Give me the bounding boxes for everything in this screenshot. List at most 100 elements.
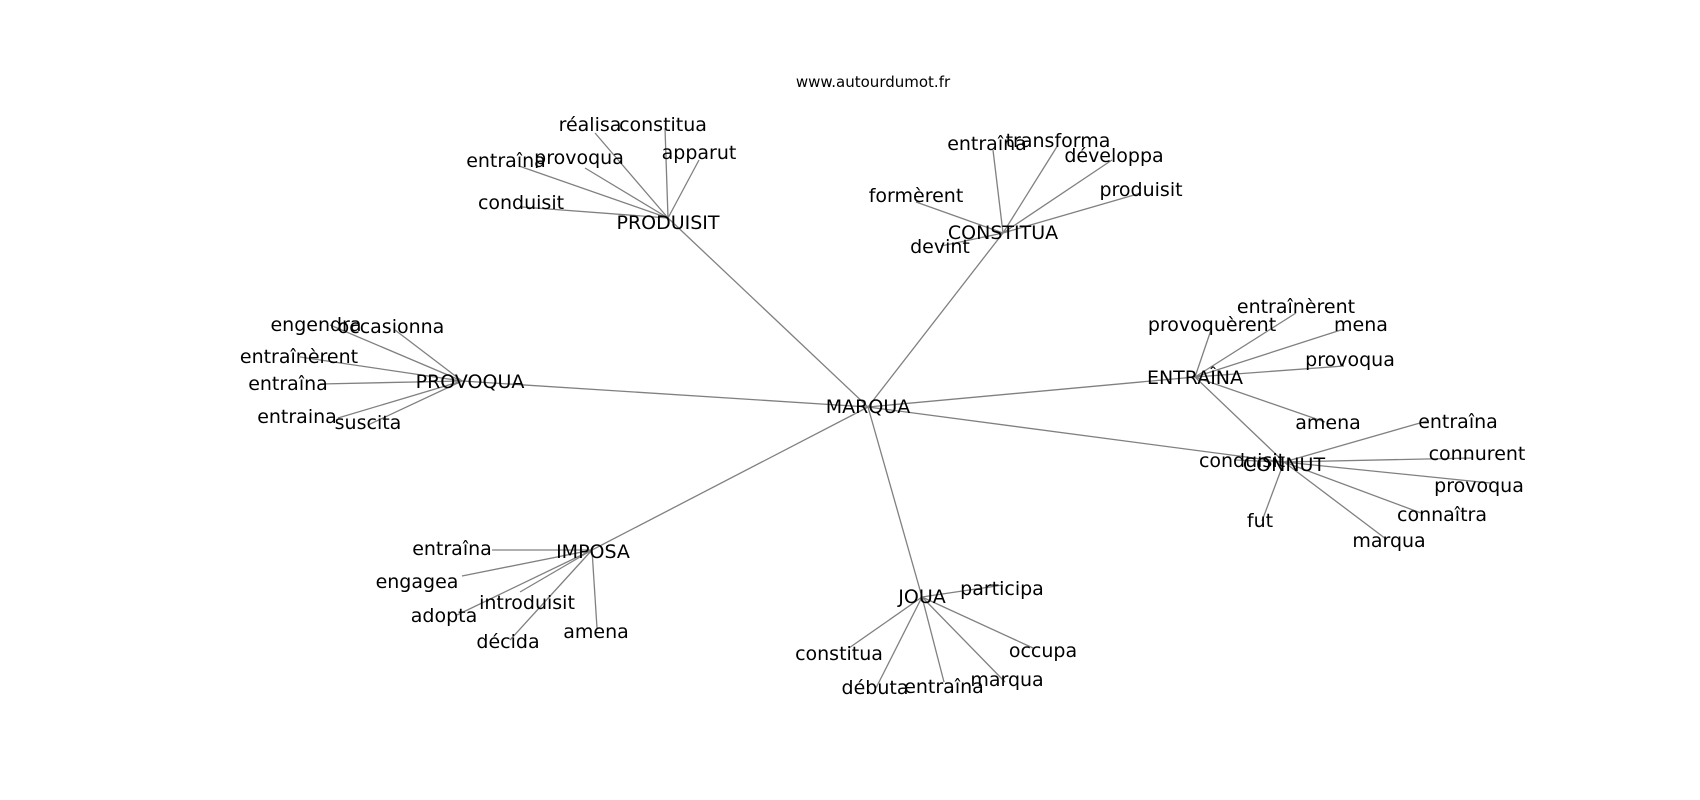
edge-imposa-engagea bbox=[461, 549, 593, 577]
leaf-node-occasionna: occasionna bbox=[338, 316, 445, 338]
edge-provoqua-occasionna bbox=[394, 329, 463, 382]
leaf-node-marqua: marqua bbox=[970, 669, 1043, 691]
leaf-node-fut: fut bbox=[1247, 510, 1273, 532]
edge-connut-connaitra bbox=[1283, 461, 1422, 514]
leaf-node-realisa: réalisa bbox=[559, 114, 622, 136]
hub-node-connut: CONNUT bbox=[1243, 454, 1326, 476]
edge-joua-debuta bbox=[875, 596, 923, 689]
edge-connut-fut bbox=[1261, 461, 1285, 522]
edge-produisit-constitua bbox=[664, 127, 669, 219]
leaf-node-occupa: occupa bbox=[1009, 640, 1077, 662]
leaf-node-marqua: marqua bbox=[1352, 530, 1425, 552]
leaf-node-entrainerent: entraînèrent bbox=[240, 346, 358, 368]
edge-joua-entraina bbox=[921, 596, 945, 683]
edge-connut-conduisit bbox=[1233, 459, 1285, 463]
leaf-node-entraina: entraîna bbox=[1418, 411, 1498, 433]
leaf-node-produisit: produisit bbox=[1099, 179, 1182, 201]
edge-provoqua-entraina bbox=[337, 380, 463, 419]
leaf-node-decida: décida bbox=[476, 631, 539, 653]
leaf-node-constitua: constitua bbox=[795, 643, 883, 665]
leaf-node-apparut: apparut bbox=[662, 142, 737, 164]
leaf-node-engagea: engagea bbox=[376, 571, 459, 593]
edge-entraina-mena bbox=[1194, 328, 1345, 378]
leaf-node-devint: devint bbox=[910, 236, 970, 258]
edge-constitua-transforma bbox=[1002, 144, 1059, 234]
leaf-node-participa: participa bbox=[960, 578, 1044, 600]
edge-root-provoqua bbox=[461, 380, 869, 408]
leaf-node-engendra: engendra bbox=[270, 314, 361, 336]
edge-imposa-decida bbox=[509, 549, 593, 641]
leaf-node-introduisit: introduisit bbox=[479, 592, 575, 614]
edge-entraina-provoqua bbox=[1194, 365, 1345, 378]
leaf-node-entraina: entraîna bbox=[947, 133, 1027, 155]
leaf-node-connaitra: connaîtra bbox=[1397, 504, 1487, 526]
leaf-node-suscita: suscita bbox=[335, 412, 402, 434]
hub-node-joua: JOUA bbox=[897, 586, 945, 608]
leaf-node-provoquerent: provoquèrent bbox=[1148, 314, 1276, 336]
edge-constitua-devint bbox=[940, 232, 1004, 247]
edge-root-joua bbox=[867, 406, 923, 598]
edge-provoqua-engendra bbox=[329, 324, 463, 382]
hub-node-constitua: CONSTITUA bbox=[948, 222, 1058, 244]
leaf-node-amena: amena bbox=[1295, 412, 1361, 434]
graph-labels: www.autourdumot.fr réalisaconstituaappar… bbox=[240, 73, 1526, 699]
edge-produisit-apparut bbox=[667, 159, 700, 219]
edge-imposa-adopta bbox=[456, 549, 593, 616]
edge-connut-connurent bbox=[1283, 457, 1473, 463]
edge-entraina-connut bbox=[1194, 376, 1285, 463]
edge-produisit-provoqua bbox=[584, 167, 669, 219]
hub-node-provoqua: PROVOQUA bbox=[416, 371, 525, 393]
hub-node-entraina: ENTRAÎNA bbox=[1147, 366, 1243, 389]
edge-root-constitua bbox=[867, 232, 1004, 408]
leaf-node-entraina: entraîna bbox=[466, 150, 546, 172]
leaf-node-formerent: formèrent bbox=[869, 185, 964, 207]
leaf-node-conduisit: conduisit bbox=[1199, 450, 1285, 472]
edge-connut-provoqua bbox=[1283, 461, 1491, 484]
credit-text: www.autourdumot.fr bbox=[796, 73, 951, 91]
leaf-node-entraina: entraina bbox=[257, 406, 337, 428]
leaf-node-provoqua: provoqua bbox=[534, 147, 624, 169]
edge-entraina-provoquerent bbox=[1194, 329, 1212, 378]
leaf-node-adopta: adopta bbox=[411, 605, 477, 627]
edge-connut-marqua bbox=[1283, 461, 1387, 540]
edge-constitua-formerent bbox=[915, 201, 1004, 234]
edge-provoqua-entraina bbox=[319, 380, 463, 385]
edge-root-entraina bbox=[867, 376, 1196, 408]
edge-imposa-introduisit bbox=[519, 549, 593, 593]
edge-produisit-realisa bbox=[594, 132, 669, 219]
hub-node-produisit: PRODUISIT bbox=[616, 212, 719, 234]
edge-imposa-amena bbox=[591, 549, 598, 629]
edge-joua-constitua bbox=[848, 596, 923, 649]
edge-root-imposa bbox=[591, 406, 869, 551]
leaf-node-developpa: développa bbox=[1064, 145, 1163, 167]
graph-edges bbox=[299, 127, 1491, 689]
leaf-node-mena: mena bbox=[1334, 314, 1388, 336]
leaf-node-entraina: entraîna bbox=[904, 676, 984, 698]
leaf-node-entraina: entraîna bbox=[412, 538, 492, 560]
leaf-node-entrainerent: entraînèrent bbox=[1237, 296, 1355, 318]
edge-joua-occupa bbox=[921, 596, 1034, 649]
edge-constitua-produisit bbox=[1002, 192, 1142, 234]
edge-entraina-entrainerent bbox=[1194, 312, 1297, 378]
edge-produisit-entraina bbox=[518, 165, 669, 219]
edge-connut-entraina bbox=[1283, 420, 1428, 463]
leaf-node-amena: amena bbox=[563, 621, 629, 643]
leaf-node-provoqua: provoqua bbox=[1305, 349, 1395, 371]
leaf-node-debuta: débuta bbox=[842, 677, 909, 699]
edge-constitua-entraina bbox=[992, 149, 1004, 234]
leaf-node-entraina: entraîna bbox=[248, 373, 328, 395]
leaf-node-constitua: constitua bbox=[619, 114, 707, 136]
leaf-node-provoqua: provoqua bbox=[1434, 475, 1524, 497]
edge-provoqua-suscita bbox=[367, 380, 463, 426]
leaf-node-transforma: transforma bbox=[1006, 130, 1111, 152]
hub-node-imposa: IMPOSA bbox=[556, 541, 630, 563]
edge-produisit-conduisit bbox=[521, 206, 669, 219]
edge-root-connut bbox=[867, 406, 1285, 463]
root-node: MARQUA bbox=[826, 396, 910, 418]
edge-joua-marqua bbox=[921, 596, 1006, 683]
leaf-node-connurent: connurent bbox=[1429, 443, 1526, 465]
edge-root-produisit bbox=[667, 217, 869, 408]
edge-joua-participa bbox=[921, 584, 1004, 598]
edge-provoqua-entrainerent bbox=[299, 356, 463, 382]
